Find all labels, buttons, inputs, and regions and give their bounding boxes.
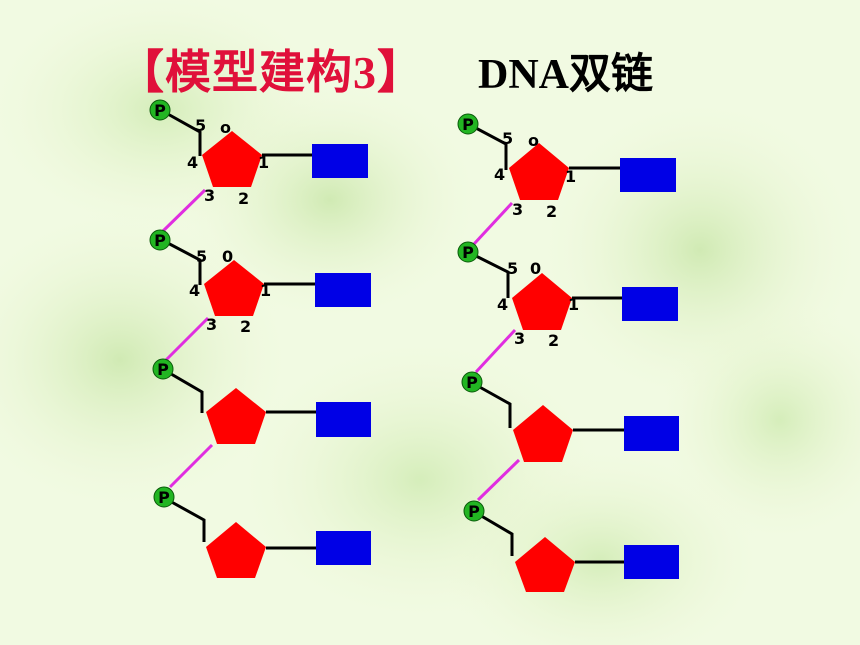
phosphate-label: P <box>154 101 166 120</box>
nitrogen-base <box>620 158 676 192</box>
nitrogen-base <box>316 402 371 437</box>
right-bond-1 <box>472 201 514 246</box>
carbon-2-label: 2 <box>238 189 249 208</box>
oxygen-label: 0 <box>530 259 541 278</box>
phosphate-group <box>152 358 174 380</box>
nucleotide-right-2: P 5 0 4 1 3 2 <box>457 241 678 350</box>
carbon-3-label: 3 <box>514 329 525 348</box>
carbon-2-label: 2 <box>548 331 559 350</box>
nitrogen-base <box>624 545 679 579</box>
nitrogen-base <box>312 144 368 178</box>
backbone-stem <box>165 369 204 413</box>
nitrogen-base <box>624 416 679 451</box>
nucleotide-right-4: P <box>463 500 679 592</box>
carbon-4-label: 4 <box>187 153 198 172</box>
backbone-stem <box>161 238 202 285</box>
left-bond-3 <box>168 443 214 489</box>
oxygen-label: o <box>528 131 539 150</box>
carbon-4-label: 4 <box>494 165 505 184</box>
phosphate-group <box>461 371 483 393</box>
nucleotide-left-2: P 5 0 4 1 3 2 <box>149 229 371 336</box>
nucleotide-right-3: P <box>461 371 679 462</box>
carbon-5-label: 5 <box>195 116 206 135</box>
carbon-1-label: 1 <box>258 153 269 172</box>
phosphate-group <box>149 99 171 121</box>
backbone-stem <box>167 498 206 542</box>
phosphodiester-bonds <box>160 188 521 502</box>
carbon-1-label: 1 <box>565 167 576 186</box>
pentose-sugar <box>206 522 266 578</box>
left-bond-1 <box>160 188 207 234</box>
carbon-3-label: 3 <box>206 315 217 334</box>
carbon-3-label: 3 <box>512 200 523 219</box>
pentose-sugar <box>206 388 266 444</box>
right-bond-3 <box>476 458 521 502</box>
phosphate-group <box>153 486 175 508</box>
carbon-4-label: 4 <box>497 295 508 314</box>
nucleotide-left-4: P <box>153 486 371 578</box>
backbone-stem <box>165 111 202 156</box>
carbon-5-label: 5 <box>196 247 207 266</box>
phosphate-group <box>457 241 479 263</box>
phosphate-label: P <box>468 502 480 521</box>
carbon-2-label: 2 <box>546 202 557 221</box>
pentose-sugar <box>512 273 572 330</box>
carbon-5-label: 5 <box>502 129 513 148</box>
nucleotide-left-3: P <box>152 358 371 444</box>
carbon-1-label: 1 <box>568 295 579 314</box>
page-title-dna: DNA双链 <box>478 52 653 98</box>
backbone-stem <box>477 512 514 556</box>
pentose-sugar <box>204 260 264 316</box>
pentose-sugar <box>513 405 573 462</box>
pentose-sugar <box>515 537 575 592</box>
pentose-sugar <box>509 143 569 200</box>
nitrogen-base <box>315 273 371 307</box>
oxygen-label: o <box>220 118 231 137</box>
right-bond-2 <box>474 328 517 374</box>
carbon-1-label: 1 <box>260 281 271 300</box>
backbone-stem <box>473 125 508 170</box>
oxygen-label: 0 <box>222 247 233 266</box>
phosphate-group <box>463 500 485 522</box>
carbon-5-label: 5 <box>507 259 518 278</box>
pentose-sugar <box>202 131 262 187</box>
page-title-model: 【模型建构3】 <box>118 47 424 98</box>
carbon-3-label: 3 <box>204 186 215 205</box>
phosphate-label: P <box>462 115 474 134</box>
left-bond-2 <box>164 316 210 362</box>
nucleotide-left-1: P 5 o 4 1 3 2 <box>149 99 368 208</box>
phosphate-group <box>149 229 171 251</box>
backbone-stem <box>473 253 510 298</box>
nitrogen-base <box>316 531 371 565</box>
carbon-4-label: 4 <box>189 281 200 300</box>
phosphate-label: P <box>154 231 166 250</box>
nitrogen-base <box>622 287 678 321</box>
carbon-2-label: 2 <box>240 317 251 336</box>
phosphate-label: P <box>157 360 169 379</box>
phosphate-label: P <box>466 373 478 392</box>
backbone-stem <box>475 383 512 428</box>
phosphate-group <box>457 113 479 135</box>
phosphate-label: P <box>158 488 170 507</box>
phosphate-label: P <box>462 243 474 262</box>
nucleotide-right-1: P 5 o 4 1 3 2 <box>457 113 676 221</box>
